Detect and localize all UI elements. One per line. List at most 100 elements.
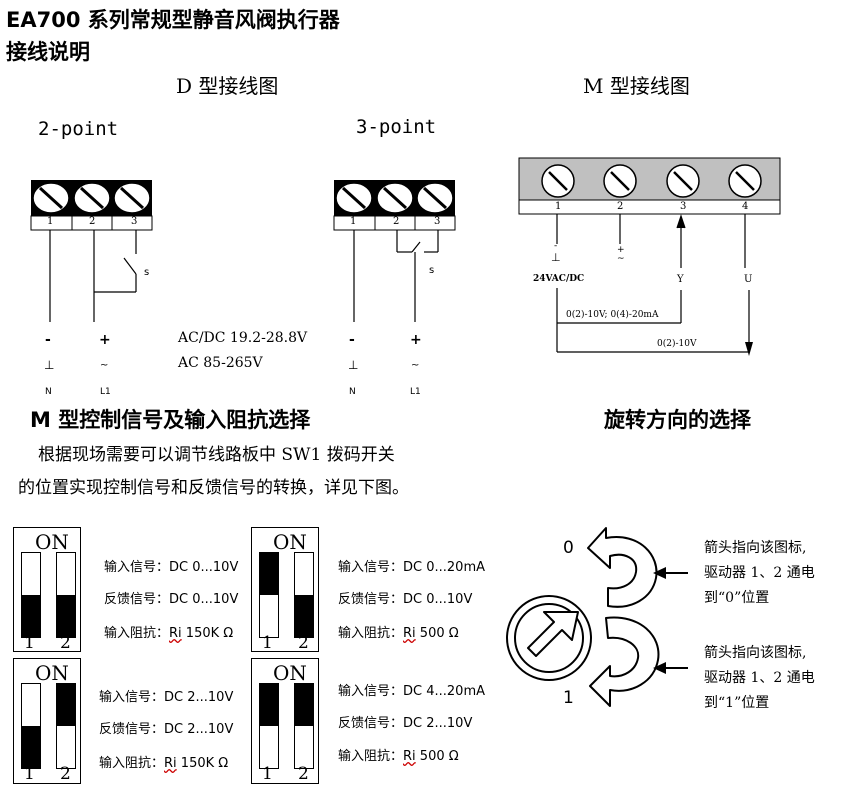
ground-symbol: ⊥	[44, 358, 55, 372]
m-terminal-num: 1	[555, 201, 562, 212]
m-tilde: ~	[617, 254, 625, 264]
arrow-1-icon	[589, 616, 660, 707]
terminal-block-left	[30, 180, 153, 322]
switch-label: s	[144, 267, 150, 278]
d-wiring-title: D 型接线图	[176, 74, 279, 98]
dip-num: 2	[298, 633, 309, 653]
pointer-arrow-0-icon	[653, 567, 688, 579]
wiring-diagram	[30, 157, 781, 356]
on-label: ON	[273, 661, 307, 685]
m-y-range: 0(2)-10V; 0(4)-20mA	[566, 310, 659, 320]
dip-slot-1	[21, 552, 41, 638]
terminal-block-right	[333, 180, 456, 322]
feedback-signal-row: 反馈信号：DC 0...10V	[104, 592, 239, 607]
line-label: L1	[100, 387, 111, 397]
m-terminal-num: 3	[680, 201, 687, 212]
dip-knob	[22, 726, 40, 768]
terminal-num: 2	[393, 216, 400, 227]
dip-slot-1	[21, 683, 41, 769]
m-u-range: 0(2)-10V	[657, 339, 697, 349]
dip-num: 2	[298, 764, 309, 784]
dip-num: 1	[262, 633, 273, 653]
terminal-num: 1	[47, 216, 54, 227]
dip-knob	[260, 684, 278, 726]
dip-knob	[260, 553, 278, 595]
signal-desc-line1: 根据现场需要可以调节线路板中 SW1 拨码开关	[38, 445, 395, 465]
dip-slot-2	[294, 683, 314, 769]
feedback-signal-row: 反馈信号：DC 2...10V	[99, 722, 234, 737]
input-impedance-row: 输入阻抗：Ri 150K Ω	[104, 626, 234, 641]
two-point-label: 2-point	[38, 118, 119, 140]
signal-section-title: M 型控制信号及输入阻抗选择	[30, 408, 311, 432]
m-plus: +	[617, 245, 625, 255]
three-point-label: 3-point	[356, 116, 437, 138]
dip-slot-2	[56, 683, 76, 769]
dip-knob	[57, 684, 75, 726]
note-1: 箭头指向该图标, 驱动器 1、2 通电 到“1”位置	[704, 645, 815, 711]
dip-switch: ON 1 2	[251, 658, 319, 784]
terminal-num: 1	[350, 216, 357, 227]
dip-num: 2	[60, 633, 71, 653]
dip-switch: ON 1 2	[251, 527, 319, 653]
neutral-label: N	[349, 387, 356, 397]
m-y-label: Y	[677, 274, 684, 285]
arrow-0-icon	[587, 527, 658, 608]
note-0: 箭头指向该图标, 驱动器 1、2 通电 到“0”位置	[704, 540, 815, 606]
terminal-num: 3	[131, 216, 138, 227]
minus-sign: -	[45, 332, 51, 348]
feedback-signal-row: 反馈信号：DC 2...10V	[338, 716, 473, 731]
m-terminal-num: 4	[742, 201, 749, 212]
line-label: L1	[410, 387, 421, 397]
m-u-label: U	[744, 274, 753, 285]
feedback-signal-row: 反馈信号：DC 0...10V	[338, 592, 473, 607]
dip-knob	[57, 595, 75, 637]
page-subtitle: 接线说明	[6, 40, 90, 64]
dip-num: 1	[262, 764, 273, 784]
terminal-num: 2	[89, 216, 96, 227]
pointer-arrow-1-icon	[653, 662, 688, 674]
input-impedance-row: 输入阻抗：Ri 150K Ω	[99, 756, 229, 771]
dip-num: 2	[60, 764, 71, 784]
dip-knob	[295, 595, 313, 637]
m-wiring-title: M 型接线图	[583, 74, 690, 98]
dip-num: 1	[24, 633, 35, 653]
position-0-label: 0	[563, 538, 574, 558]
dip-slot-1	[259, 683, 279, 769]
terminal-num: 3	[434, 216, 441, 227]
switch-label: s	[429, 265, 435, 276]
supply-dc: AC/DC 19.2-28.8V	[178, 330, 308, 346]
dip-knob	[22, 595, 40, 637]
plus-sign: +	[99, 332, 111, 348]
minus-sign: -	[349, 332, 355, 348]
supply-ac: AC 85-265V	[178, 355, 263, 371]
input-signal-row: 输入信号：DC 2...10V	[99, 690, 234, 705]
neutral-label: N	[45, 387, 52, 397]
dip-switch: ON 1 2	[13, 658, 81, 784]
plus-sign: +	[410, 332, 422, 348]
m-power-label: 24VAC/DC	[533, 274, 585, 284]
input-impedance-row: 输入阻抗：Ri 500 Ω	[338, 749, 459, 764]
m-ground-symbol: ⊥	[551, 251, 561, 264]
signal-desc-line2: 的位置实现控制信号和反馈信号的转换，详见下图。	[18, 478, 409, 498]
on-label: ON	[35, 661, 69, 685]
on-label: ON	[35, 530, 69, 554]
input-signal-row: 输入信号：DC 0...10V	[104, 560, 239, 575]
dip-slot-1	[259, 552, 279, 638]
ground-symbol: ⊥	[348, 358, 359, 372]
dip-slot-2	[294, 552, 314, 638]
dip-switch: ON 1 2	[13, 527, 81, 653]
terminal-block-m	[518, 157, 781, 356]
page-title: EA700 系列常规型静音风阀执行器	[6, 8, 340, 32]
knob-icon	[506, 595, 592, 681]
input-signal-row: 输入信号：DC 4...20mA	[338, 684, 486, 699]
dip-slot-2	[56, 552, 76, 638]
dip-num: 1	[24, 764, 35, 784]
rotation-section-title: 旋转方向的选择	[604, 408, 751, 432]
m-minus: -	[554, 241, 558, 251]
position-1-label: 1	[563, 688, 574, 708]
input-signal-row: 输入信号：DC 0...20mA	[338, 560, 486, 575]
on-label: ON	[273, 530, 307, 554]
m-terminal-num: 2	[617, 201, 624, 212]
input-impedance-row: 输入阻抗：Ri 500 Ω	[338, 626, 459, 641]
ac-symbol: ~	[100, 360, 109, 371]
